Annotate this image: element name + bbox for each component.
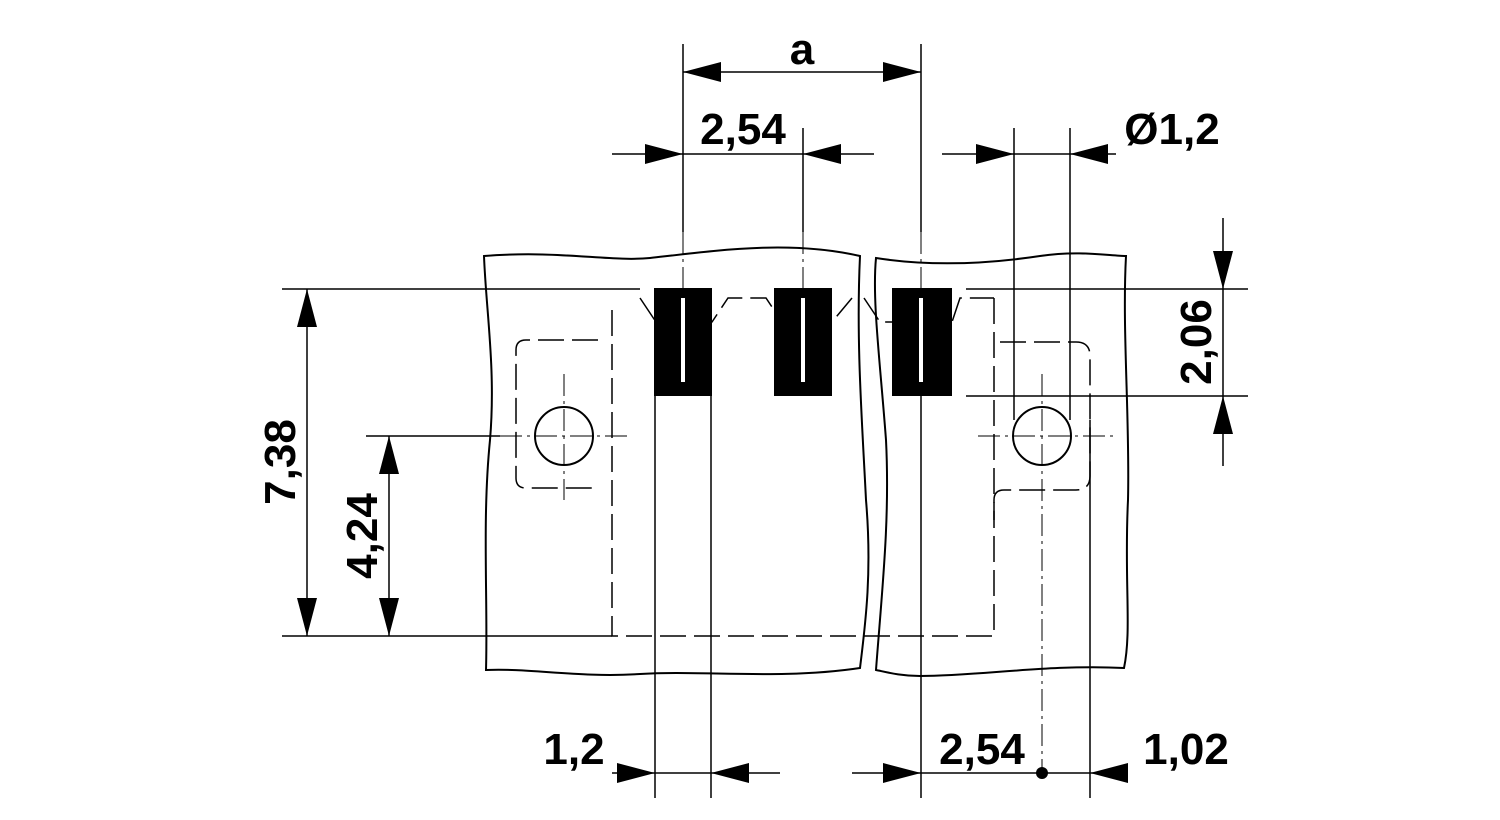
dimension-pin-width: 1,2 [543, 725, 780, 783]
dimension-hole-height: 4,24 [338, 436, 399, 636]
dimension-pitch-top: 2,54 [612, 105, 874, 164]
dimension-pitch-bottom-label: 2,54 [939, 725, 1025, 774]
dimension-a-label: a [790, 25, 815, 74]
dimension-pitch-bottom: 2,54 [852, 725, 1128, 783]
dimension-a: a [683, 25, 921, 82]
dimension-pin-depth-label: 2,06 [1172, 299, 1221, 385]
dimension-hole-diameter: Ø1,2 [942, 105, 1220, 164]
dimension-height-total: 7,38 [256, 289, 317, 636]
dimension-pin-depth: 2,06 [1172, 218, 1233, 466]
pin-2 [774, 288, 832, 396]
pin-1 [654, 288, 712, 396]
pin-3 [892, 288, 952, 396]
left-housing-outline [482, 246, 870, 676]
left-mounting-hole [500, 374, 630, 500]
dimension-hole-height-label: 4,24 [338, 493, 387, 579]
right-mounting-hole [978, 374, 1118, 770]
dimension-pin-width-label: 1,2 [543, 725, 604, 774]
dimension-height-total-label: 7,38 [256, 419, 305, 505]
dimension-offset-bottom: 1,02 [1143, 725, 1229, 774]
reference-dot [1036, 767, 1048, 779]
dimension-offset-bottom-label: 1,02 [1143, 725, 1229, 774]
dimension-pitch-top-label: 2,54 [700, 105, 786, 154]
right-housing-outline [873, 252, 1130, 678]
extension-lines [282, 44, 1248, 798]
dimension-hole-diameter-label: Ø1,2 [1124, 105, 1219, 154]
